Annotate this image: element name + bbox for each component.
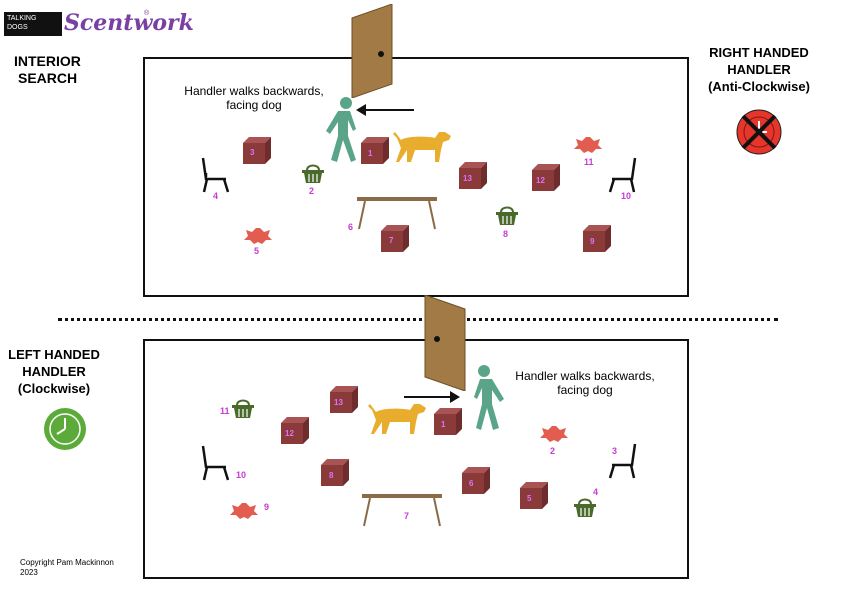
chair-number: 10 bbox=[236, 470, 247, 480]
box-icon bbox=[462, 467, 490, 494]
clock-icon bbox=[44, 408, 86, 450]
basket-number: 8 bbox=[503, 229, 509, 239]
chair-number: 4 bbox=[213, 191, 219, 201]
basket-icon bbox=[496, 206, 518, 225]
chair-icon bbox=[608, 443, 637, 479]
box-icon bbox=[434, 408, 462, 435]
box-number: 12 bbox=[285, 429, 294, 438]
rug-number: 9 bbox=[264, 502, 270, 512]
table-number: 7 bbox=[404, 511, 410, 521]
box-icon bbox=[243, 137, 271, 164]
handler-icon bbox=[326, 97, 356, 162]
basket-icon bbox=[574, 498, 596, 517]
right-label-line3: (Anti-Clockwise) bbox=[708, 79, 810, 94]
title-line2: SEARCH bbox=[18, 70, 78, 86]
copyright: Copyright Pam Mackinnon 2023 bbox=[20, 558, 130, 578]
room-top bbox=[143, 57, 689, 297]
basket-number: 2 bbox=[309, 186, 315, 196]
logo-reg: ® bbox=[144, 10, 150, 17]
chair-number: 10 bbox=[621, 191, 632, 201]
page-title: INTERIOR SEARCH bbox=[14, 53, 114, 87]
box-number: 9 bbox=[590, 237, 595, 246]
top-caption: Handler walks backwards, facing dog bbox=[180, 84, 328, 112]
divider bbox=[58, 318, 778, 321]
top-caption-line2: facing dog bbox=[226, 98, 282, 112]
box-icon bbox=[330, 386, 358, 413]
box-number: 8 bbox=[329, 471, 334, 480]
rug-icon bbox=[230, 503, 258, 519]
table-number: 6 bbox=[348, 222, 354, 232]
door-icon bbox=[351, 4, 393, 98]
left-label-line2: HANDLER bbox=[22, 364, 86, 379]
logo: TALKING DOGS Scentwork ® bbox=[4, 10, 194, 40]
room-bottom bbox=[143, 339, 689, 579]
rug-icon bbox=[244, 228, 272, 244]
arrow-left-icon bbox=[356, 104, 414, 116]
dog-icon bbox=[368, 404, 426, 434]
box-number: 1 bbox=[368, 149, 373, 158]
copyright-line1: Copyright Pam Mackinnon bbox=[20, 558, 114, 567]
box-number: 7 bbox=[389, 236, 394, 245]
box-number: 5 bbox=[527, 494, 532, 503]
bottom-caption-line1: Handler walks backwards, bbox=[515, 369, 655, 383]
basket-number: 11 bbox=[220, 406, 230, 416]
box-number: 1 bbox=[441, 420, 446, 429]
bottom-caption: Handler walks backwards, facing dog bbox=[510, 369, 660, 397]
table-icon bbox=[357, 197, 437, 230]
door-icon bbox=[424, 295, 466, 391]
table-icon bbox=[362, 494, 442, 527]
basket-icon bbox=[232, 399, 254, 418]
rug-icon bbox=[574, 137, 602, 153]
logo-badge: TALKING DOGS bbox=[4, 12, 62, 36]
box-icon bbox=[532, 164, 560, 191]
box-icon bbox=[520, 482, 548, 509]
top-caption-line1: Handler walks backwards, bbox=[184, 84, 324, 98]
right-label-line1: RIGHT HANDED bbox=[709, 45, 809, 60]
left-label-line1: LEFT HANDED bbox=[8, 347, 100, 362]
logo-talking: TALKING bbox=[7, 15, 37, 22]
box-number: 13 bbox=[463, 174, 472, 183]
basket-number: 4 bbox=[593, 487, 599, 497]
basket-icon bbox=[302, 164, 324, 183]
box-icon bbox=[361, 137, 389, 164]
bottom-caption-line2: facing dog bbox=[557, 383, 613, 397]
copyright-line2: 2023 bbox=[20, 568, 38, 577]
box-number: 6 bbox=[469, 479, 474, 488]
box-icon bbox=[321, 459, 349, 486]
dog-icon bbox=[393, 132, 451, 162]
box-icon bbox=[281, 417, 309, 444]
box-icon bbox=[583, 225, 611, 252]
chair-icon bbox=[201, 157, 230, 193]
title-line1: INTERIOR bbox=[14, 53, 81, 69]
arrow-right-icon bbox=[404, 391, 460, 403]
rug-icon bbox=[540, 426, 568, 442]
box-icon bbox=[381, 225, 409, 252]
right-label-line2: HANDLER bbox=[727, 62, 791, 77]
left-label-line3: (Clockwise) bbox=[17, 381, 91, 396]
box-number: 3 bbox=[250, 148, 255, 157]
left-handed-label: LEFT HANDED HANDLER (Clockwise) bbox=[6, 346, 102, 397]
handler-icon bbox=[474, 365, 504, 430]
box-number: 13 bbox=[334, 398, 343, 407]
logo-brand: Scentwork bbox=[64, 10, 194, 36]
no-clock-icon bbox=[736, 109, 782, 155]
box-icon bbox=[459, 162, 487, 189]
chair-number: 3 bbox=[612, 446, 618, 456]
rug-number: 2 bbox=[550, 446, 556, 456]
chair-icon bbox=[201, 445, 230, 481]
rug-number: 5 bbox=[254, 246, 260, 256]
box-number: 12 bbox=[536, 176, 545, 185]
right-handed-label: RIGHT HANDED HANDLER (Anti-Clockwise) bbox=[694, 44, 824, 95]
rug-number: 11 bbox=[584, 157, 594, 167]
chair-icon bbox=[608, 157, 637, 193]
logo-dogs: DOGS bbox=[7, 24, 28, 31]
